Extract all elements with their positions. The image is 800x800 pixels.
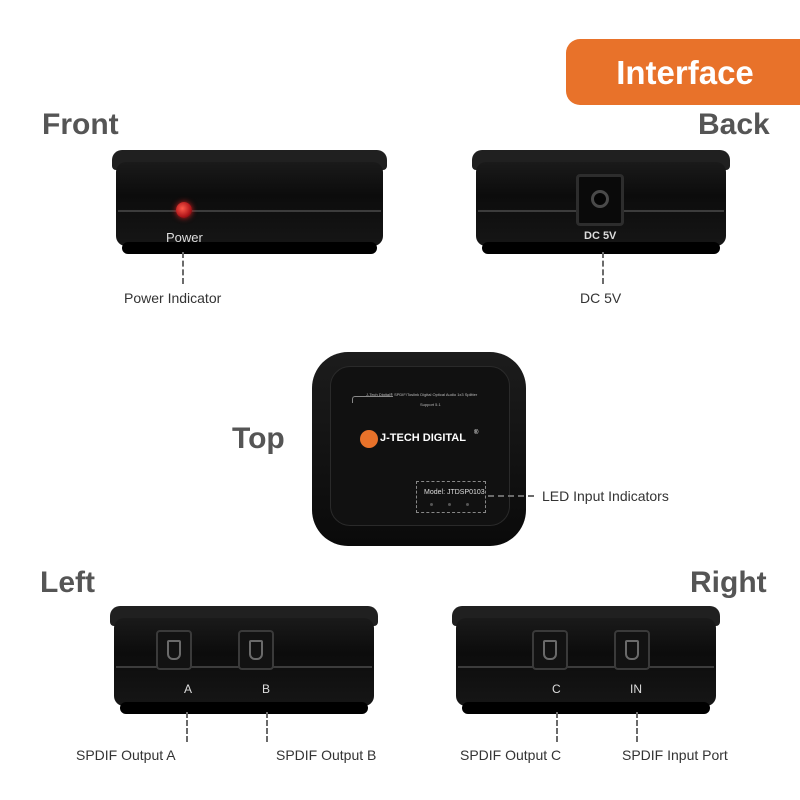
dc-5v-label: DC 5V [580, 290, 622, 306]
right-heading: Right [690, 566, 767, 599]
optical-port-a-icon [156, 630, 192, 670]
port-c-label: C [552, 682, 561, 696]
front-panel-power-label: Power [166, 230, 203, 245]
led-indicator-box [416, 481, 486, 513]
front-device: Power [112, 150, 387, 254]
model-number: Model: JTDSP0103 [424, 489, 485, 496]
right-callout-line-in [636, 712, 638, 742]
top-fine-print-bracket [352, 396, 393, 403]
led-input-2-icon [448, 503, 451, 506]
back-device: DC 5V [472, 150, 730, 254]
top-fine-print-support: Support 5.1 [420, 402, 441, 407]
front-callout-line [182, 252, 184, 284]
spdif-output-a-label: SPDIF Output A [76, 747, 176, 763]
back-callout-line [602, 252, 604, 284]
left-device: A B [110, 606, 378, 714]
top-heading: Top [232, 422, 285, 455]
port-in-label: IN [630, 682, 642, 696]
optical-port-in-icon [614, 630, 650, 670]
optical-port-c-icon [532, 630, 568, 670]
top-callout-line [488, 495, 534, 497]
right-callout-line-c [556, 712, 558, 742]
led-input-3-icon [466, 503, 469, 506]
dc-jack-icon [576, 174, 624, 226]
front-heading: Front [42, 108, 119, 141]
power-led-icon [176, 202, 192, 218]
spdif-output-b-label: SPDIF Output B [276, 747, 377, 763]
left-callout-line-b [266, 712, 268, 742]
j-tech-logo-icon [360, 430, 378, 448]
back-heading: Back [698, 108, 770, 141]
left-callout-line-a [186, 712, 188, 742]
back-panel-dc-label: DC 5V [584, 230, 617, 242]
optical-port-b-icon [238, 630, 274, 670]
led-input-1-icon [430, 503, 433, 506]
spdif-output-c-label: SPDIF Output C [460, 747, 562, 763]
left-heading: Left [40, 566, 95, 599]
port-b-label: B [262, 682, 271, 696]
right-device: C IN [452, 606, 720, 714]
led-input-indicators-label: LED Input Indicators [542, 488, 669, 504]
brand-trademark: ® [474, 430, 479, 436]
power-indicator-label: Power Indicator [124, 290, 222, 306]
top-fine-print: J-Tech Digital® SPDIF/Toslink Digital Op… [366, 392, 478, 397]
top-device-face [330, 366, 510, 526]
brand-name: J-TECH DIGITAL [380, 432, 466, 444]
spdif-input-port-label: SPDIF Input Port [622, 747, 728, 763]
port-a-label: A [184, 682, 193, 696]
interface-tag-label: Interface [616, 54, 754, 91]
interface-tag [566, 39, 800, 105]
